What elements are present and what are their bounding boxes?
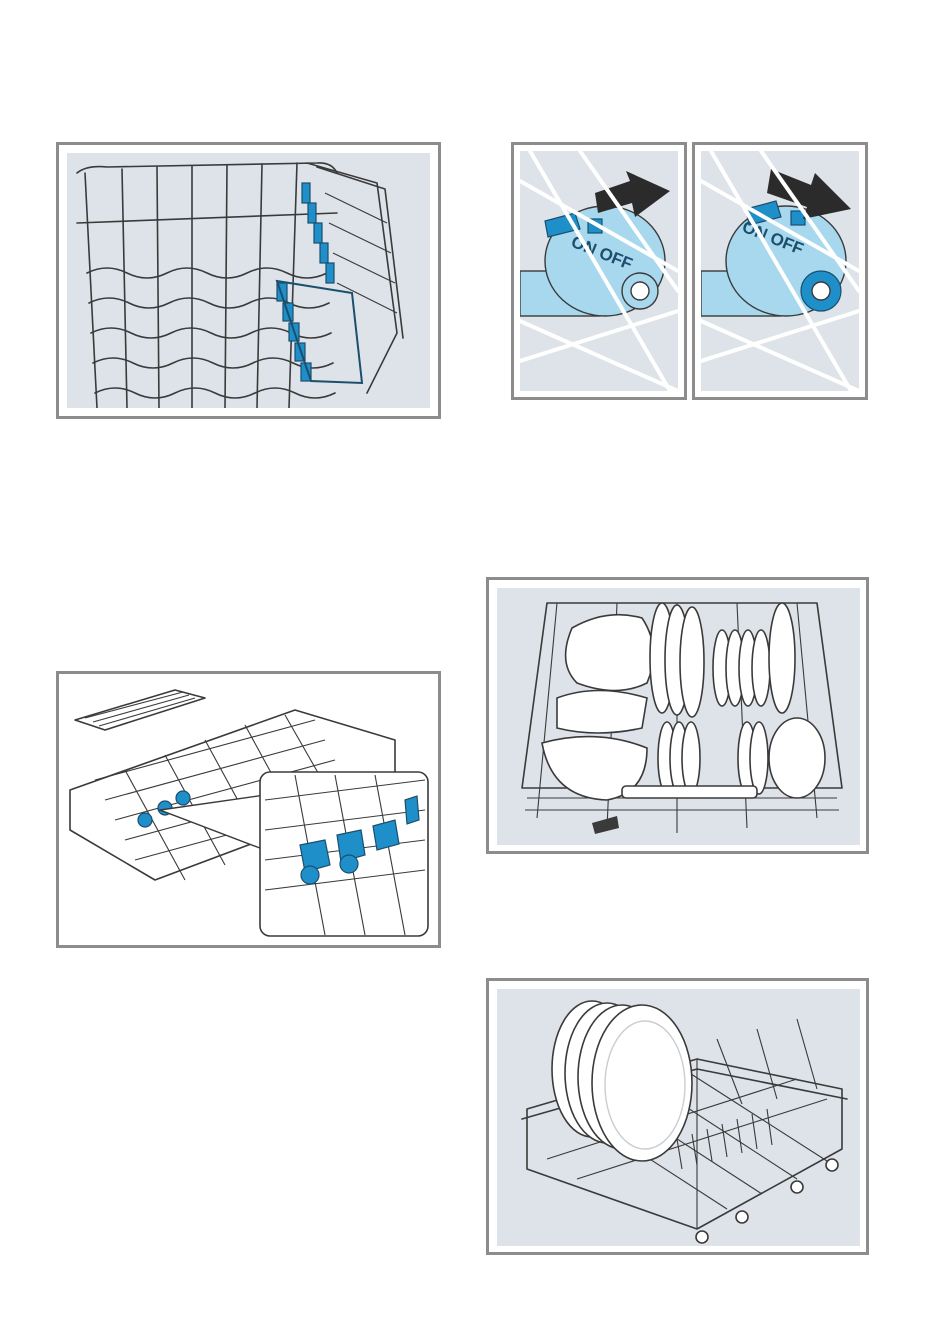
figure-lower-rack-large-plates xyxy=(486,978,869,1255)
on-off-switch-on-icon: ON OFF xyxy=(520,151,678,391)
figure-upper-rack-clips-detail xyxy=(56,671,441,948)
figure-on-off-switch-on: ON OFF xyxy=(511,142,687,400)
on-off-switch-off-icon: ON OFF xyxy=(701,151,859,391)
loaded-rack-icon xyxy=(497,588,860,845)
rack-fold-down-tines-icon xyxy=(67,153,430,408)
figure-on-off-switch-off: ON OFF xyxy=(692,142,868,400)
rack-clips-detail-icon xyxy=(65,680,432,939)
lower-rack-plates-icon xyxy=(497,989,860,1246)
figure-upper-rack-fold-tines xyxy=(56,142,441,419)
figure-loaded-upper-rack xyxy=(486,577,869,854)
